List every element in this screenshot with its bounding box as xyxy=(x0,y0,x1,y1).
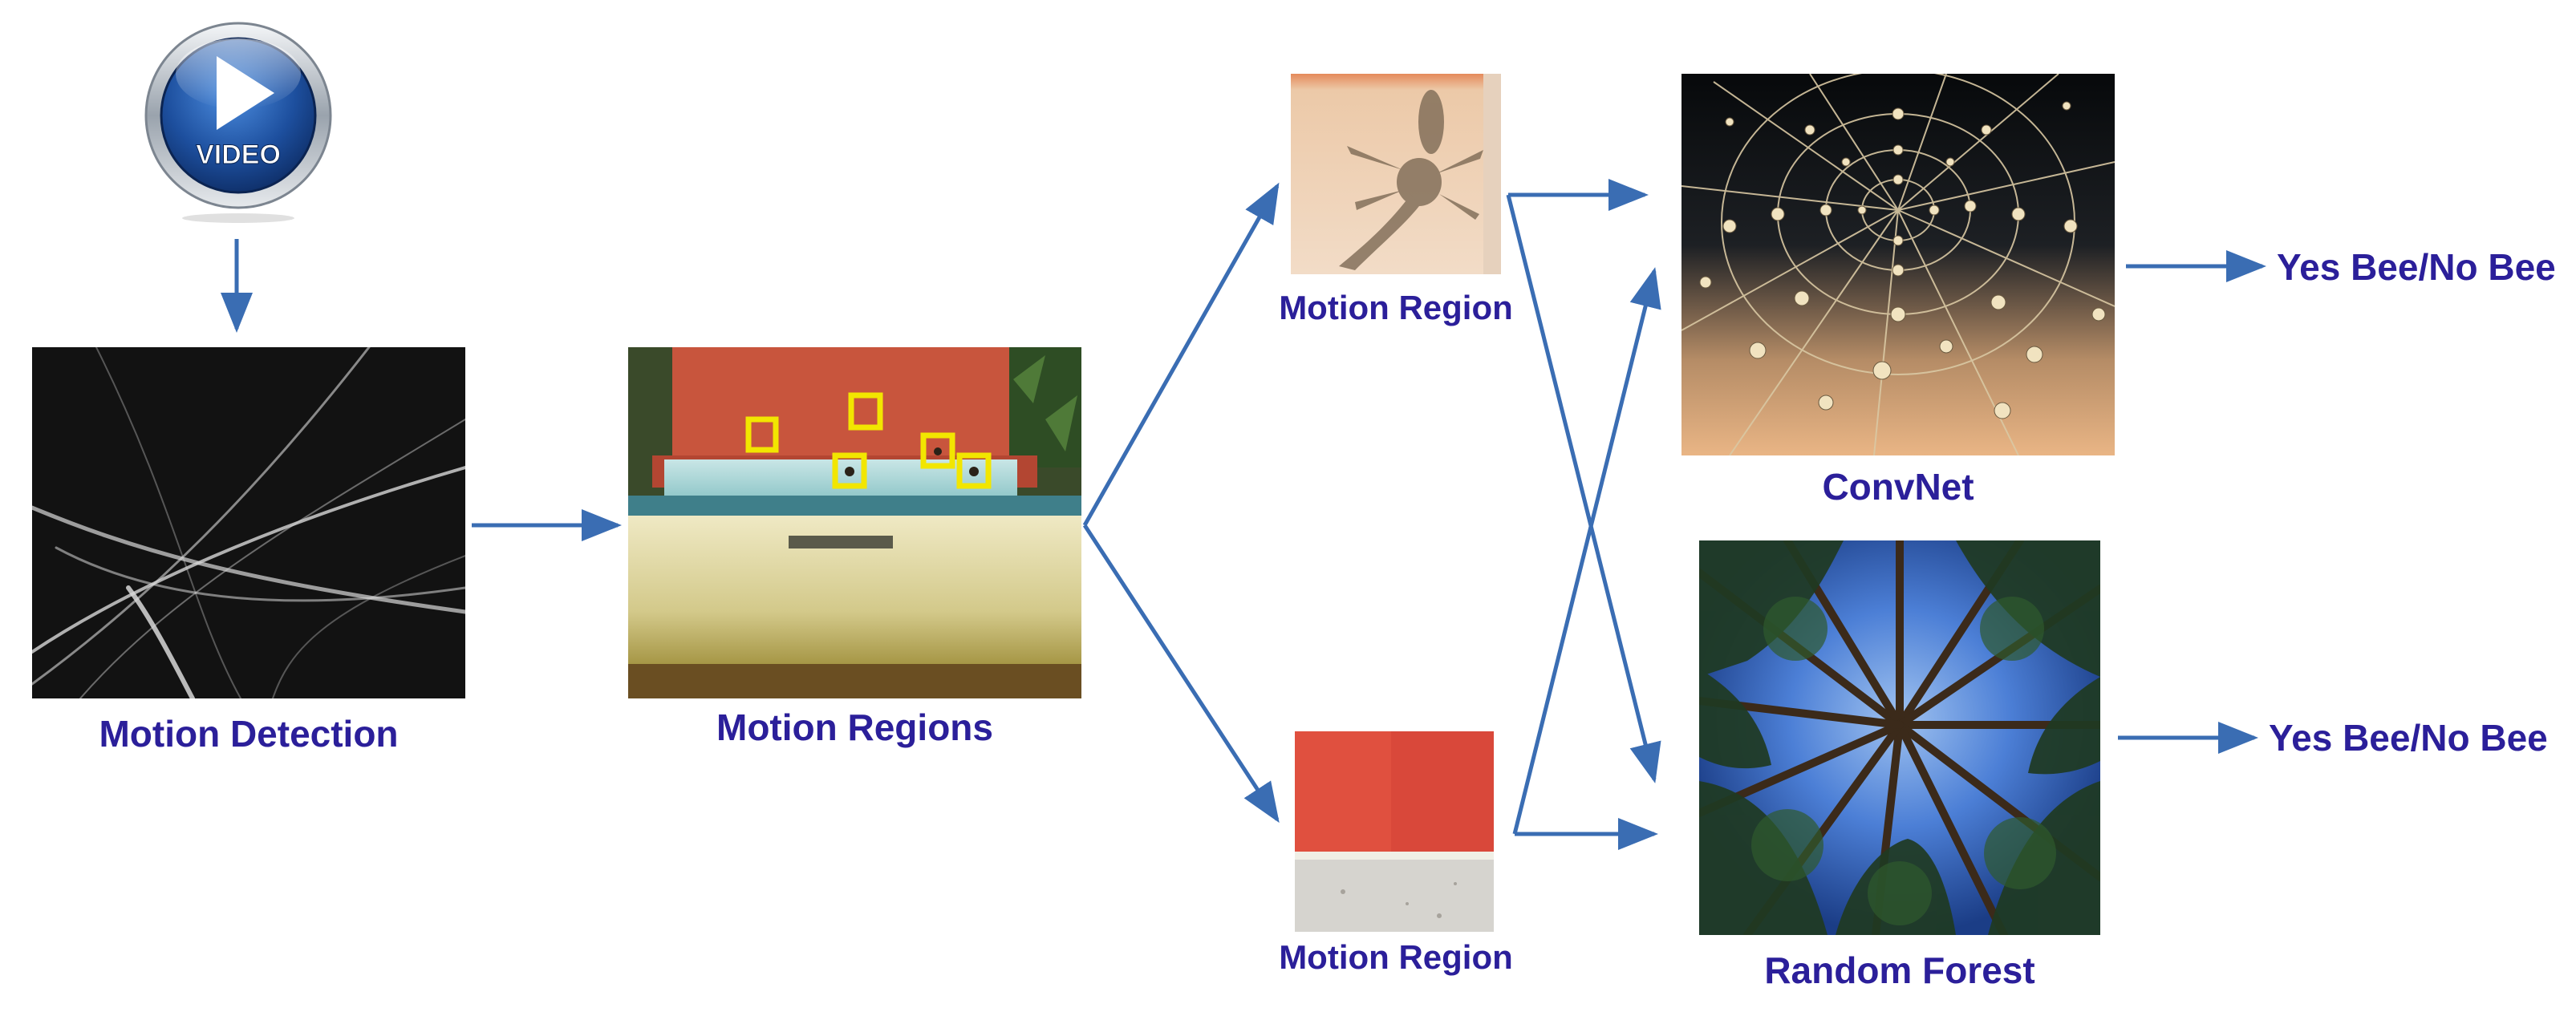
convnet-image xyxy=(1681,74,2115,455)
random-forest-label: Random Forest xyxy=(1764,949,2035,991)
arrow-regions-to-region-top xyxy=(1082,182,1280,527)
motion-detection-image xyxy=(32,347,465,698)
random-forest-image xyxy=(1699,540,2100,935)
detection-box xyxy=(745,416,779,453)
output-convnet-label: Yes Bee/No Bee xyxy=(2277,246,2556,288)
motion-region-bottom-label: Motion Region xyxy=(1279,938,1513,976)
detection-box xyxy=(848,392,883,431)
detection-box xyxy=(920,432,955,469)
motion-regions-image xyxy=(628,347,1081,698)
motion-region-top-label: Motion Region xyxy=(1279,289,1513,326)
motion-region-bee-image xyxy=(1291,74,1501,274)
video-icon: VIDEO xyxy=(138,18,339,226)
motion-regions-label: Motion Regions xyxy=(716,706,993,748)
detection-box xyxy=(832,452,867,489)
arrow-top-to-forest xyxy=(1506,194,1661,783)
motion-detection-label: Motion Detection xyxy=(99,713,399,755)
motion-region-empty-image xyxy=(1295,731,1494,932)
detection-box xyxy=(956,452,992,489)
output-forest-label: Yes Bee/No Bee xyxy=(2269,717,2548,759)
arrow-regions-to-region-bottom xyxy=(1082,524,1280,824)
video-icon-text: VIDEO xyxy=(196,140,281,170)
convnet-label: ConvNet xyxy=(1822,466,1974,508)
arrow-bottom-to-convnet xyxy=(1512,267,1661,835)
